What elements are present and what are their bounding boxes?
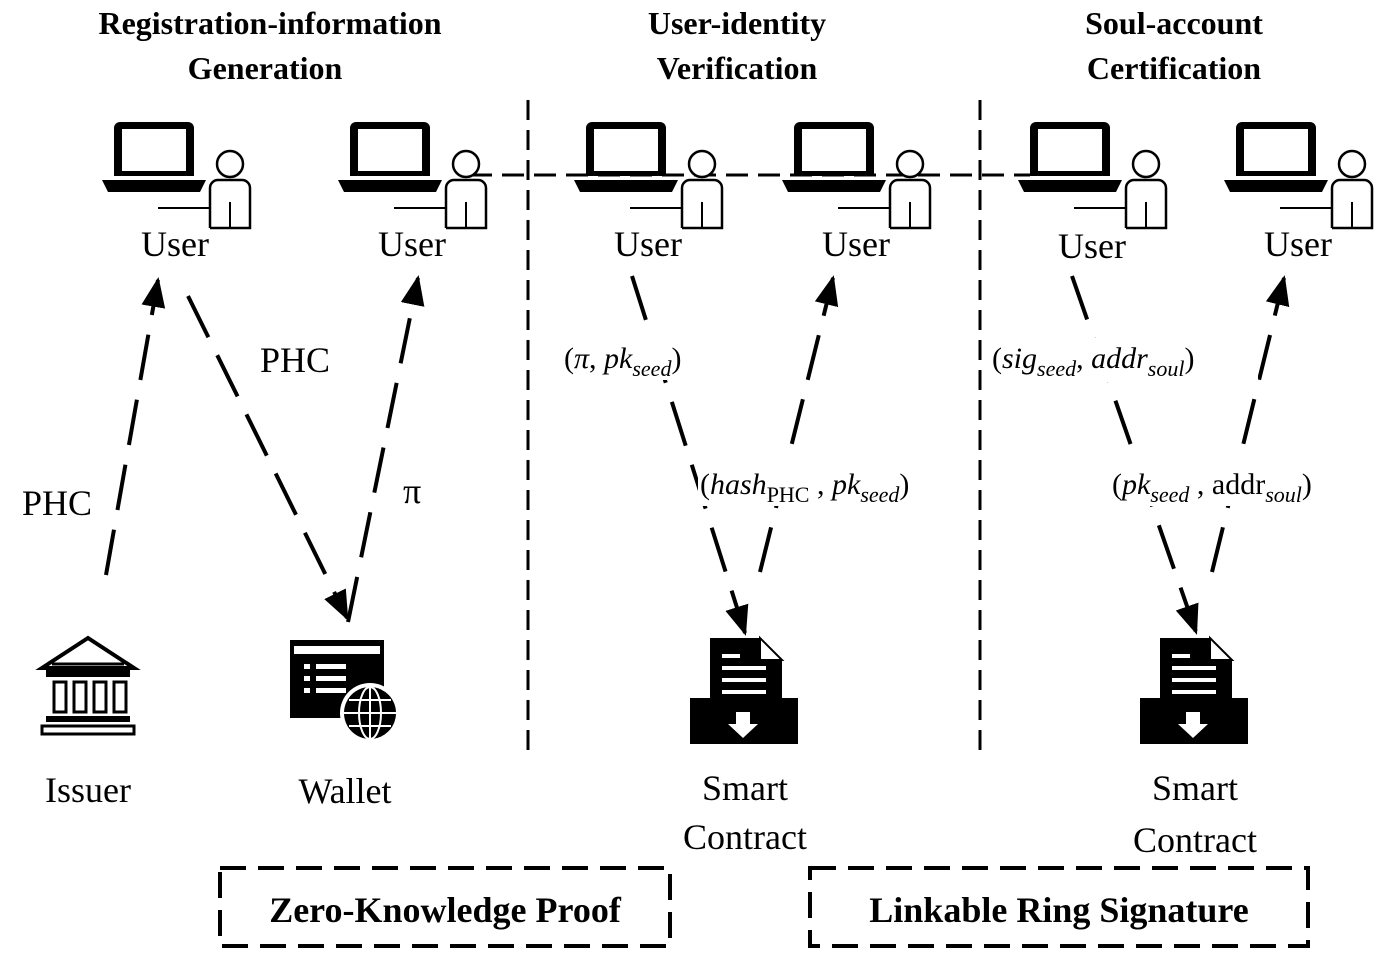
smart-contract-label-1a: Smart: [702, 768, 788, 808]
section-title-verification-2: Verification: [657, 50, 818, 86]
user-label-1: User: [141, 224, 209, 264]
arrow-wallet-to-user: [346, 275, 425, 623]
section-title-registration-1: Registration-information: [98, 5, 441, 41]
arrow-issuer-to-user: [104, 277, 166, 576]
edge-label-user-phc: PHC: [260, 340, 330, 380]
section-title-certification-1: Soul-account: [1085, 5, 1263, 41]
smart-contract-label-1b: Contract: [683, 817, 807, 857]
svg-text:(hashPHC , pkseed): (hashPHC , pkseed): [700, 468, 909, 507]
svg-text:(π, pkseed): (π, pkseed): [564, 342, 681, 381]
user-icon-1: [100, 120, 252, 230]
edge-label-issuer-phc: PHC: [22, 483, 92, 523]
user-icon-5: [1016, 120, 1168, 230]
smart-contract-label-2b: Contract: [1133, 820, 1257, 860]
svg-text:(pkseed , addrsoul): (pkseed , addrsoul): [1112, 468, 1312, 507]
smart-contract-icon-2: [1139, 637, 1249, 745]
smart-contract-icon-1: [689, 637, 799, 745]
section-title-verification-1: User-identity: [648, 5, 826, 41]
lrs-label: Linkable Ring Signature: [869, 890, 1248, 930]
edge-label-pi-pkseed: (π, pkseed): [562, 338, 730, 381]
arrow-contract-to-user-2: [1210, 275, 1290, 573]
edge-label-pi: π: [403, 471, 421, 511]
arrow-user-to-wallet: [186, 295, 349, 621]
issuer-bank-icon: [40, 636, 136, 736]
wallet-icon: [290, 640, 400, 743]
arrow-user-to-contract-1: [630, 275, 749, 636]
user-label-3: User: [614, 224, 682, 264]
arrow-user-to-contract-2: [1070, 275, 1199, 635]
smart-contract-label-2a: Smart: [1152, 768, 1238, 808]
section-title-registration-2: Generation: [188, 50, 343, 86]
svg-text:(sigseed, addrsoul): (sigseed, addrsoul): [992, 342, 1194, 381]
edge-label-pk-addr: (pkseed , addrsoul): [1110, 462, 1370, 507]
edge-label-sig-addr: (sigseed, addrsoul): [990, 338, 1258, 382]
issuer-label: Issuer: [45, 770, 131, 810]
lrs-box: [808, 866, 1310, 948]
user-icon-6: [1222, 120, 1374, 230]
user-label-2: User: [378, 224, 446, 264]
edge-label-hash-pkseed: (hashPHC , pkseed): [698, 462, 974, 507]
user-icon-4: [780, 120, 932, 230]
section-title-certification-2: Certification: [1087, 50, 1261, 86]
user-label-5: User: [1058, 226, 1126, 266]
user-label-6: User: [1264, 224, 1332, 264]
wallet-label: Wallet: [298, 771, 391, 811]
user-icon-2: [336, 120, 488, 230]
arrow-contract-to-user-1: [758, 275, 839, 573]
user-label-4: User: [822, 224, 890, 264]
zkp-label: Zero-Knowledge Proof: [269, 890, 622, 930]
user-icon-3: [572, 120, 724, 230]
